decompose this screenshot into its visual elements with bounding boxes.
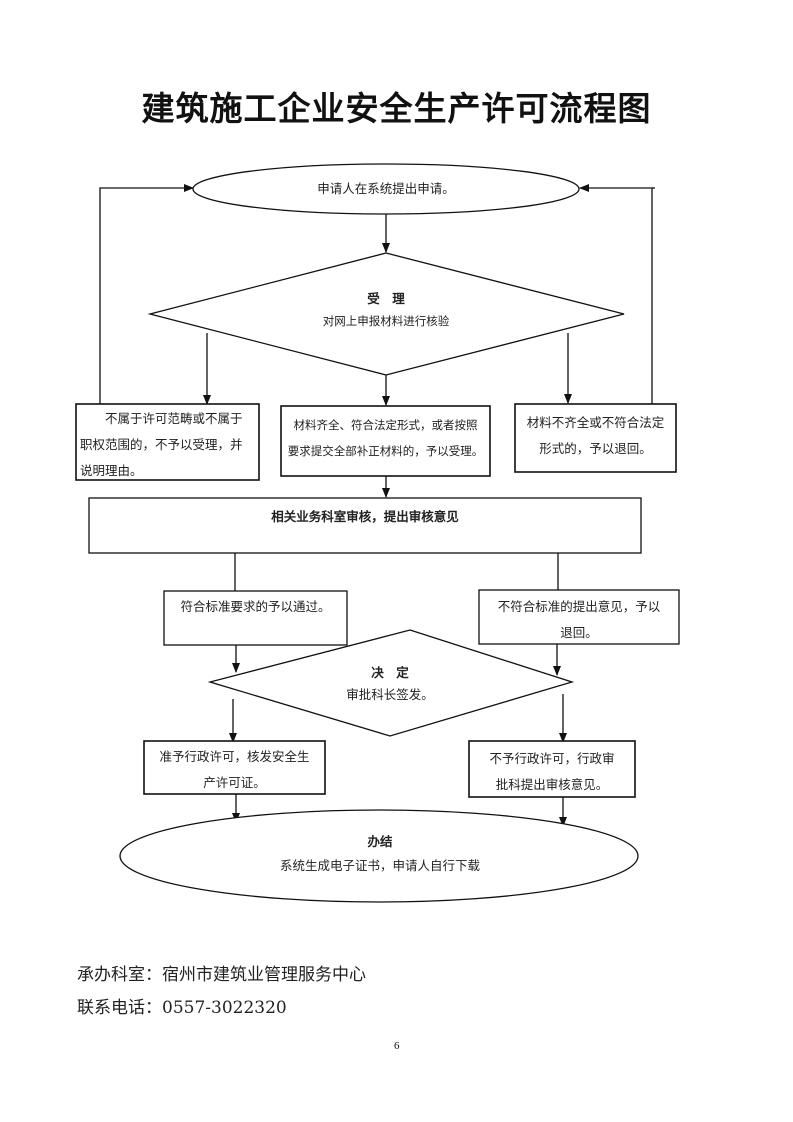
loop-right-to-start (579, 184, 653, 404)
start-text: 申请人在系统提出申请。 (317, 181, 455, 196)
office-value: 宿州市建筑业管理服务中心 (162, 965, 366, 985)
fail-line: 退回。 (560, 625, 598, 640)
accepted-label: 材料齐全、符合法定形式，或者按照 要求提交全部补正材料的，予以受理。 (283, 412, 488, 464)
accept-node-label: 受 理 对网上申报材料进行核验 (286, 288, 486, 332)
phone-info: 联系电话：0557-3022320 (77, 993, 287, 1018)
review-box (88, 497, 642, 554)
returned-box (514, 403, 677, 473)
returned-line: 材料不齐全或不符合法定 (526, 415, 665, 430)
phone-label: 联系电话： (77, 998, 162, 1018)
decision-label: 决 定 审批科长签发。 (300, 662, 480, 706)
grant-label: 准予行政许可，核发安全生 产许可证。 (146, 744, 323, 796)
review-label: 相关业务科室审核，提出审核意见 (271, 509, 459, 524)
decision-heading: 决 定 (371, 665, 409, 680)
accepted-line: 要求提交全部补正材料的，予以受理。 (287, 444, 484, 458)
page-number: 6 (394, 1040, 400, 1052)
pass-box (163, 590, 348, 646)
decision-text: 审批科长签发。 (346, 687, 434, 702)
grant-box (143, 740, 326, 795)
office-label: 承办科室： (77, 965, 162, 985)
returned-line: 形式的，予以退回。 (539, 441, 652, 456)
office-info: 承办科室：宿州市建筑业管理服务中心 (77, 960, 366, 985)
end-node-shape (119, 809, 639, 903)
grant-line: 产许可证。 (203, 775, 266, 790)
grant-line: 准予行政许可，核发安全生 (159, 749, 310, 764)
reject-scope-line: 不属于许可范畴或不属于 (80, 411, 243, 426)
reject-scope-box (75, 403, 260, 481)
decision-diamond (207, 629, 575, 737)
loop-left-to-start (99, 184, 194, 404)
accepted-line: 材料齐全、符合法定形式，或者按照 (293, 418, 478, 432)
deny-box (468, 740, 636, 798)
deny-line: 批科提出审核意见。 (495, 777, 609, 792)
phone-value: 0557-3022320 (162, 998, 287, 1018)
end-node-label: 办结 系统生成电子证书，申请人自行下载 (200, 830, 560, 878)
accept-text: 对网上申报材料进行核验 (322, 314, 450, 328)
page-title: 建筑施工企业安全生产许可流程图 (141, 89, 652, 128)
fail-label: 不符合标准的提出意见，予以 退回。 (481, 594, 677, 646)
fail-box (478, 589, 680, 645)
deny-line: 不予行政许可，行政审 (489, 751, 615, 766)
pass-label: 符合标准要求的予以通过。 (166, 594, 345, 620)
reject-scope-label: 不属于许可范畴或不属于 职权范围的，不予以受理，并 说明理由。 (80, 406, 256, 484)
start-node-label: 申请人在系统提出申请。 (230, 176, 542, 202)
accept-heading: 受 理 (367, 291, 405, 306)
end-text: 系统生成电子证书，申请人自行下载 (279, 858, 480, 873)
pass-line: 符合标准要求的予以通过。 (180, 599, 331, 614)
reject-scope-line: 说明理由。 (80, 463, 143, 478)
reject-scope-line: 职权范围的，不予以受理，并 (80, 437, 243, 452)
deny-label: 不予行政许可，行政审 批科提出审核意见。 (471, 746, 633, 798)
returned-label: 材料不齐全或不符合法定 形式的，予以退回。 (517, 410, 674, 462)
end-heading: 办结 (367, 834, 393, 849)
fail-line: 不符合标准的提出意见，予以 (497, 599, 661, 614)
